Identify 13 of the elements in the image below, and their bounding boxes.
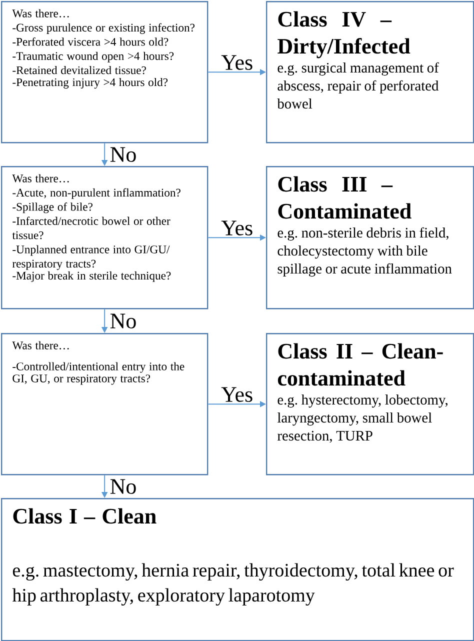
- question-box: Was there… -Gross purulence or existing infection? -Perforated viscera >4 hours old? -Traumatic wound open >4 hours? -Retained devitalized tissue? -Penetrating injury >4 hours old?: [1, 1, 208, 144]
- edge-label: Yes: [220, 54, 254, 71]
- class-box: Class IV – Dirty/Infected e.g. surgical management of abscess, repair of perforated bowel: [266, 1, 474, 144]
- edge-label: Yes: [220, 220, 254, 236]
- class-box: Class III – Contaminated e.g. non-sterile debris in field, cholecystectomy with bile spillage or acute inflammation: [266, 166, 474, 310]
- question-box: Was there… -Controlled/intentional entry into the GI, GU, or respiratory tracts?: [1, 333, 208, 476]
- edge-label: No: [108, 478, 138, 495]
- edge-label: No: [108, 312, 138, 330]
- edge-label: No: [108, 146, 138, 163]
- question-box: Was there… -Acute, non-purulent inflammation? -Spillage of bile? -Infarcted/necrotic bowel or other tissue? -Unplanned entrance into GI/GU/ respiratory tracts? -Major break in sterile technique?: [1, 166, 208, 310]
- edge-label: Yes: [220, 386, 254, 403]
- class-box: Class II – Clean-contaminated e.g. hysterectomy, lobectomy, laryngectomy, small bowel resection, TURP: [266, 333, 474, 476]
- class-box: Class I – Clean e.g. mastectomy, hernia repair, thyroidectomy, total knee or hip arthroplasty, exploratory laparotomy: [1, 498, 474, 641]
